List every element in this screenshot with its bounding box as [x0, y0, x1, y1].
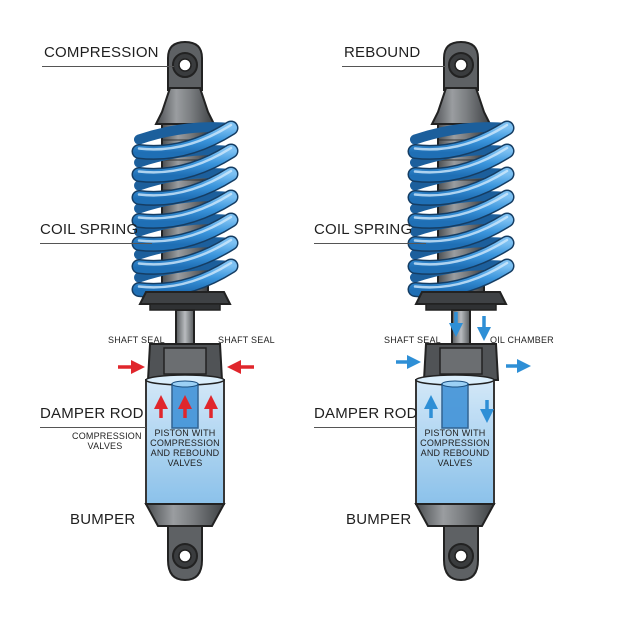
spring-coil-highlight [137, 192, 233, 220]
coil-spring-label-right: COIL SPRING [314, 221, 413, 238]
spring-coil-highlight [137, 169, 233, 197]
eye-mount-icon [167, 40, 203, 91]
spring-coil-highlight [413, 146, 509, 174]
spring-coil [409, 168, 513, 205]
spring-coil-highlight [413, 123, 509, 151]
damper-rod-leader-right [314, 427, 416, 428]
spring-coil [133, 122, 237, 159]
eye-mount-icon [443, 525, 479, 582]
piston-label-left: PISTON WITH COMPRESSION AND REBOUND VALV… [150, 428, 220, 468]
right-shock [396, 40, 531, 582]
damper-rod-label-left: DAMPER ROD [40, 405, 144, 422]
eye-mount-icon [167, 525, 203, 582]
damper-rod-label-right: DAMPER ROD [314, 405, 418, 422]
shaft-seal-label-left-a: SHAFT SEAL [108, 335, 165, 345]
shaft-seal-label-right: SHAFT SEAL [384, 335, 441, 345]
spring-coil-highlight [413, 169, 509, 197]
oil-chamber-label: OIL CHAMBER [490, 335, 554, 345]
spring-coil-highlight [137, 238, 233, 266]
damper-rod-leader-left [40, 427, 146, 428]
spring-coil [133, 145, 237, 182]
coil-spring-leader-right [314, 243, 426, 244]
spring-coil [133, 191, 237, 228]
compression-arrow-icon [118, 360, 254, 418]
bumper-label-right: BUMPER [346, 511, 412, 528]
coil-spring-leader-left [40, 243, 152, 244]
spring-coil [409, 145, 513, 182]
spring-coil-highlight [413, 215, 509, 243]
coil-spring-label-left: COIL SPRING [40, 221, 139, 238]
spring-coil-highlight [137, 146, 233, 174]
eye-mount-icon [443, 40, 479, 91]
compression-valves-label: COMPRESSION VALVES [72, 431, 142, 451]
spring-coil-highlight [413, 238, 509, 266]
spring-coil [133, 168, 237, 205]
coil-spring [131, 120, 239, 298]
compression-leader [42, 66, 174, 67]
spring-coil-highlight [413, 261, 509, 289]
rebound-leader [342, 66, 446, 67]
spring-coil-highlight [413, 192, 509, 220]
spring-coil-highlight [137, 123, 233, 151]
spring-coil [409, 191, 513, 228]
spring-coil [409, 214, 513, 251]
spring-coil [133, 237, 237, 274]
spring-coil [133, 260, 237, 297]
spring-coil-highlight [137, 215, 233, 243]
spring-coil [409, 122, 513, 159]
compression-title: COMPRESSION [44, 44, 159, 61]
piston-label-right: PISTON WITH COMPRESSION AND REBOUND VALV… [420, 428, 490, 468]
spring-coil-highlight [137, 261, 233, 289]
bumper-label-left: BUMPER [70, 511, 136, 528]
rebound-arrow-icon [396, 312, 531, 423]
spring-coil [409, 237, 513, 274]
spring-coil [133, 214, 237, 251]
left-shock [118, 40, 254, 582]
rebound-title: REBOUND [344, 44, 421, 61]
coil-spring [407, 120, 515, 298]
spring-coil [409, 260, 513, 297]
shaft-seal-label-left-b: SHAFT SEAL [218, 335, 275, 345]
